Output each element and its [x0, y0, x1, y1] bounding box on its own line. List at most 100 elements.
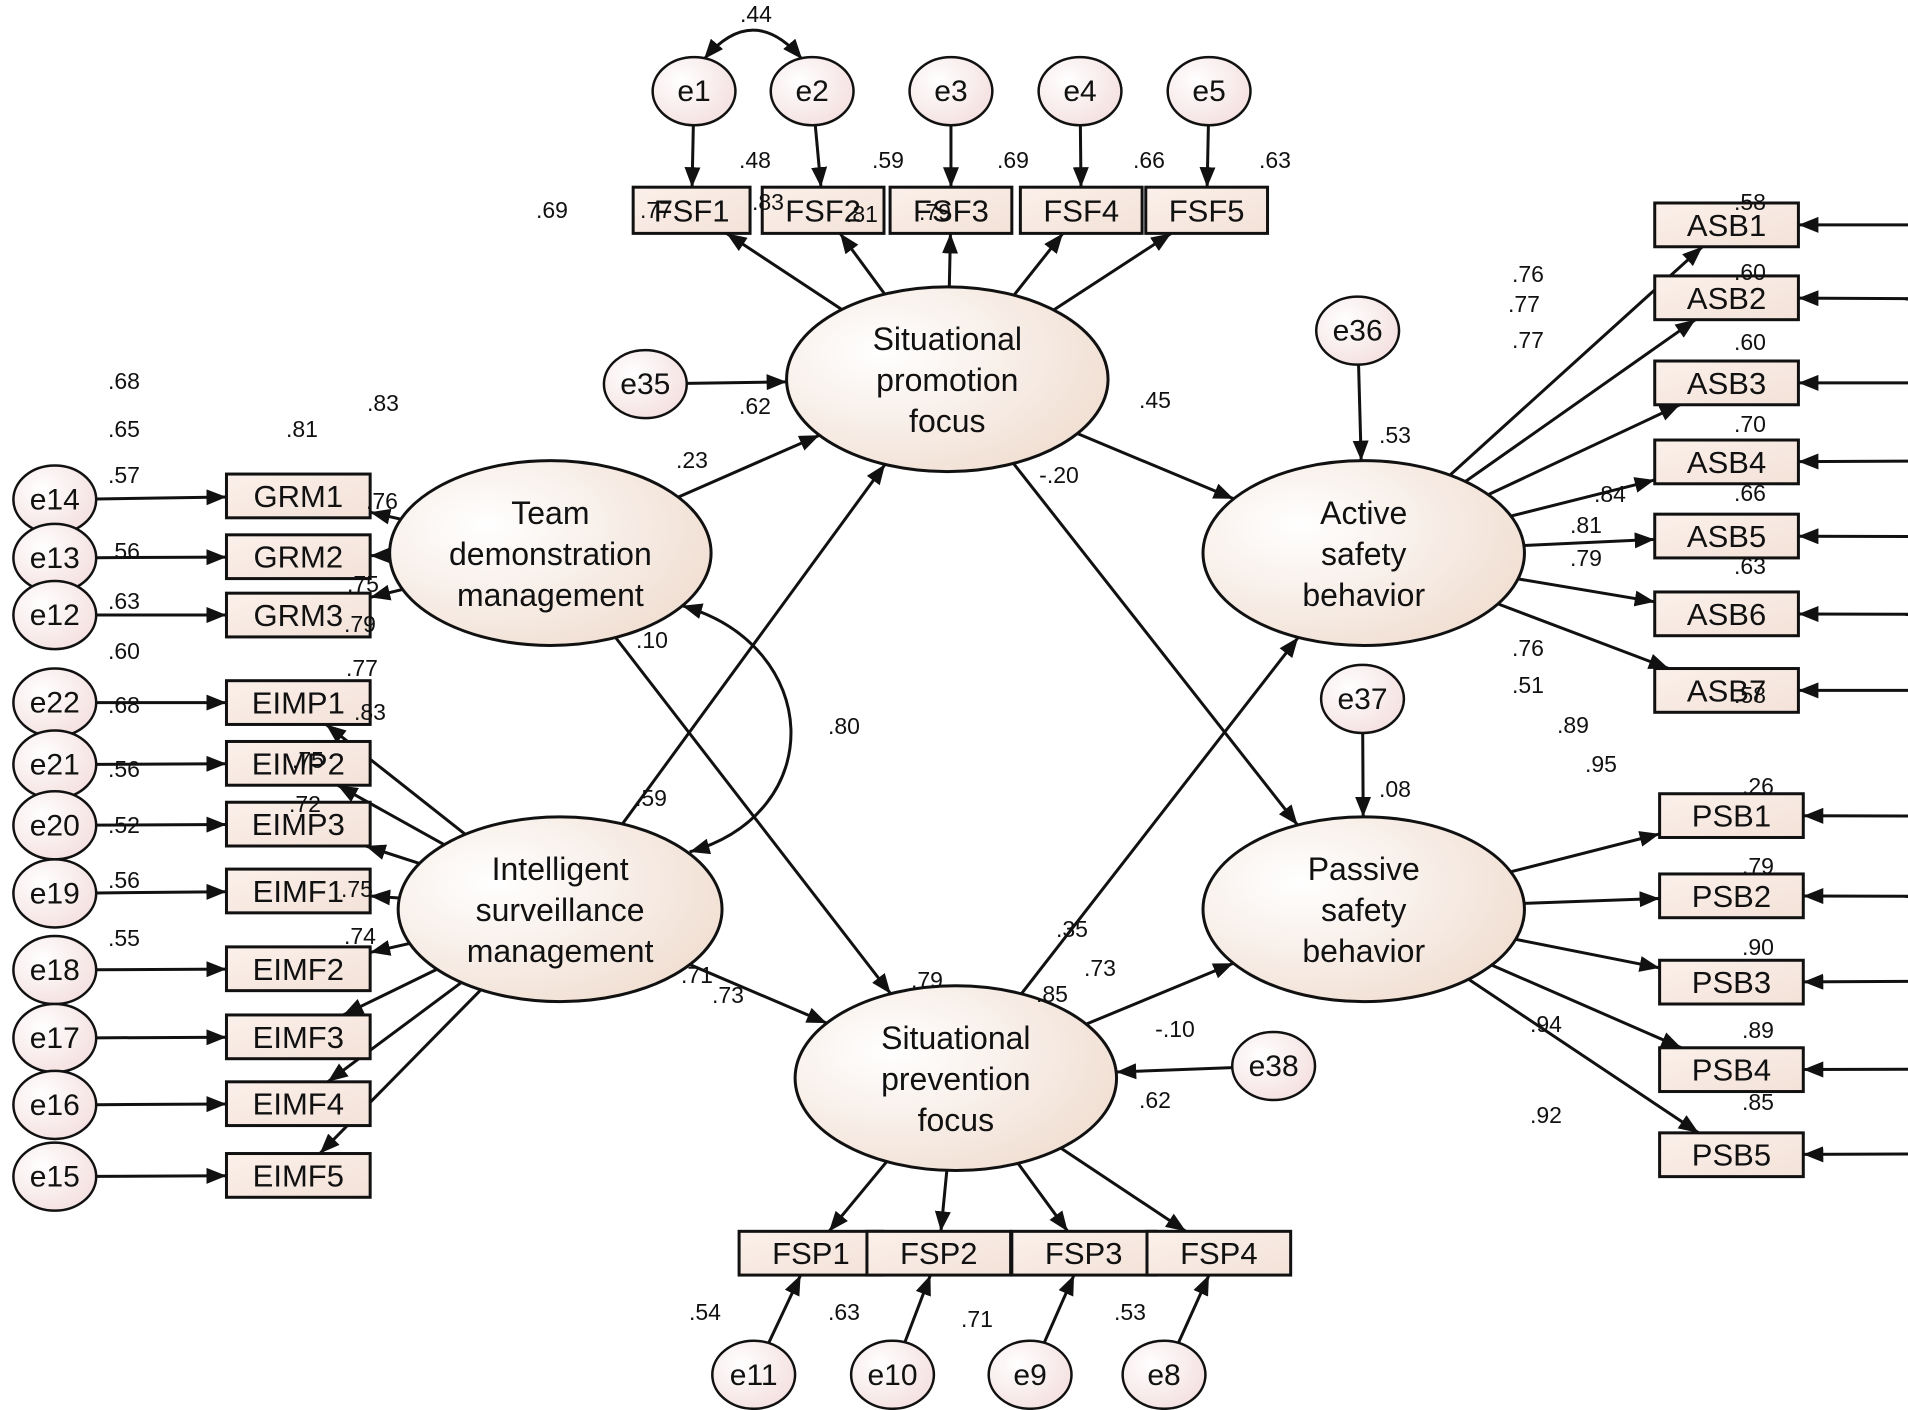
loading-arrow-psb4 [1491, 963, 1682, 1050]
loading-arrow-asb7 [1497, 602, 1670, 670]
indicator-fsf2-label: FSF2 [785, 193, 861, 228]
indicator-eimf2 [224, 945, 372, 993]
loading-arrow-eimp3 [365, 844, 420, 865]
r2-eimf3: .52 [108, 812, 140, 838]
r2-psb1: .26 [1742, 773, 1774, 799]
r2-fsf3: .69 [997, 147, 1029, 173]
loading-eimp1: .75 [347, 571, 379, 597]
disturbance-arrow-asb [1352, 364, 1369, 461]
r2-fsp1: .54 [689, 1299, 721, 1325]
latent-psb-label-3: behavior [1302, 933, 1425, 969]
nodes-layer [12, 55, 1805, 1410]
error-arrow-psb2 [1803, 888, 1908, 905]
indicator-fsf4-label: FSF4 [1043, 193, 1119, 228]
indicator-grm2 [224, 533, 372, 581]
loading-psb5: .92 [1530, 1102, 1562, 1128]
latent-ism-label-3: management [467, 933, 654, 969]
r2-fsp3: .71 [961, 1306, 993, 1332]
disturbance-e38 [1230, 1030, 1317, 1102]
loading-fsf4: .81 [846, 201, 878, 227]
indicator-grm1-label: GRM1 [254, 479, 344, 514]
path-arrow-fsf-asb [1076, 432, 1235, 501]
indicator-eimp1 [224, 679, 372, 726]
path-arrow-fsf-psb [1012, 462, 1299, 826]
r2-fsf2: .59 [872, 147, 904, 173]
r2-grm3: .57 [108, 462, 140, 488]
error-arrow-psb3 [1803, 973, 1908, 990]
loading-psb1: .51 [1512, 672, 1544, 698]
indicator-eimf5 [224, 1152, 372, 1199]
loading-eimf2: .75 [292, 747, 324, 773]
indicator-fsp3 [1010, 1229, 1158, 1277]
loading-asb1: .76 [1512, 261, 1544, 287]
error-arrow-psb4 [1803, 1061, 1908, 1078]
error-arrow-asb2 [1798, 290, 1908, 307]
indicator-asb7-label: ASB7 [1687, 673, 1766, 708]
error-arrow-fsf1 [684, 125, 701, 188]
error-arrow-asb4 [1798, 453, 1908, 470]
loading-asb3: .77 [1512, 327, 1544, 353]
indicator-asb3-label: ASB3 [1687, 366, 1766, 401]
r2-eimf1: .68 [108, 692, 140, 718]
path-arrow-tdm-fsf [677, 433, 821, 499]
error-e9 [987, 1339, 1073, 1410]
error-e8-label: e8 [1147, 1359, 1180, 1392]
loading-grm1: .83 [367, 390, 399, 416]
r2-fsp: .62 [1139, 1087, 1171, 1113]
error-arrow-eimf1 [96, 883, 227, 900]
loading-arrow-fsp1 [827, 1160, 888, 1233]
disturbance-e36-label: e36 [1333, 315, 1383, 348]
loading-arrow-fsp4 [1060, 1146, 1187, 1233]
disturbance-e37-label: e37 [1337, 683, 1387, 716]
r2-psb3: .90 [1742, 934, 1774, 960]
latent-tdm [388, 459, 713, 647]
loading-arrow-psb3 [1515, 937, 1660, 972]
indicator-grm2-label: GRM2 [254, 540, 344, 575]
r2-psb2: .79 [1742, 853, 1774, 879]
error-e18-label: e18 [30, 954, 80, 987]
error-e2-label: e2 [795, 75, 828, 108]
loading-arrow-eimp2 [336, 783, 445, 846]
r2-psb5: .85 [1742, 1089, 1774, 1115]
r2-fsf1: .48 [739, 147, 771, 173]
covariance-tdm-ism [681, 603, 793, 855]
latent-ism-label-1: Intelligent [492, 851, 629, 887]
error-arrow-fsp1 [767, 1274, 802, 1344]
loading-arrow-grm1 [369, 508, 402, 525]
latent-fsp-label-2: prevention [881, 1061, 1030, 1097]
error-e19 [12, 858, 98, 929]
indicator-eimp3-label: EIMP3 [252, 807, 345, 842]
latent-fsf [785, 285, 1110, 474]
r2-asb5: .66 [1734, 480, 1766, 506]
indicator-fsp1-label: FSP1 [772, 1236, 850, 1271]
error-arrow-eimf4 [96, 1096, 227, 1113]
r2-fsf5: .63 [1259, 147, 1291, 173]
loading-arrow-asb6 [1517, 577, 1655, 607]
indicator-fsf3-label: FSF3 [913, 193, 989, 228]
error-arrow-asb6 [1798, 606, 1908, 623]
error-e3-label: e3 [934, 75, 967, 108]
path-coef-fsf-psb: -.20 [1039, 462, 1079, 488]
error-e11-label: e11 [730, 1359, 778, 1392]
indicator-asb7 [1653, 667, 1800, 714]
path-coef-fsf-asb: .45 [1139, 387, 1171, 413]
r2-psb4: .89 [1742, 1017, 1774, 1043]
path-arrow-fsp-asb [1020, 636, 1300, 995]
latent-fsf-label-1: Situational [873, 321, 1022, 357]
r2-eimf2: .56 [108, 756, 140, 782]
loading-arrow-asb5 [1523, 532, 1655, 549]
indicator-eimp2 [224, 739, 372, 787]
error-e12-label: e12 [30, 599, 80, 632]
error-e9-label: e9 [1013, 1359, 1046, 1392]
error-e3 [908, 55, 994, 127]
indicator-fsp4-label: FSP4 [1180, 1236, 1258, 1271]
error-e4 [1037, 55, 1123, 127]
indicator-asb6 [1653, 590, 1800, 638]
r2-grm1: .68 [108, 368, 140, 394]
disturbance-arrow-fsp [1116, 1063, 1233, 1080]
indicator-asb5-label: ASB5 [1687, 519, 1766, 554]
loading-psb2: .89 [1557, 712, 1589, 738]
error-arrow-fsf2 [811, 124, 828, 188]
path-arrow-fsp-psb [1085, 961, 1234, 1026]
error-e10 [849, 1339, 936, 1410]
